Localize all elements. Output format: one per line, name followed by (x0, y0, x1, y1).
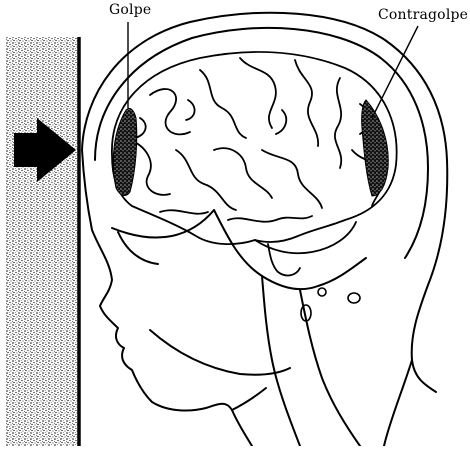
brain-outline (112, 52, 397, 244)
throat (232, 388, 266, 410)
gyrus (240, 58, 276, 128)
gyrus (262, 150, 322, 208)
vessel (348, 293, 360, 303)
gyrus (186, 100, 195, 120)
contragolpe-contusion (362, 100, 389, 196)
contragolpe-leader-line (372, 26, 418, 118)
gyrus (160, 210, 208, 213)
gyrus (276, 110, 286, 134)
vessels (301, 288, 360, 321)
gyrus (200, 70, 246, 138)
contragolpe-label: Contragolpe (378, 8, 468, 22)
golpe-label: Golpe (109, 3, 151, 17)
gyrus (176, 150, 236, 210)
gyrus (150, 89, 190, 134)
gyrus (214, 148, 272, 198)
brain (112, 52, 397, 275)
spine (262, 276, 300, 446)
wall-surface (6, 37, 78, 446)
gyrus (335, 78, 341, 168)
gyrus (295, 60, 318, 146)
gyrus (228, 216, 312, 222)
vessel (318, 288, 326, 296)
wall (6, 37, 79, 446)
skull-base (214, 210, 366, 289)
spine-back (300, 290, 360, 446)
neck (384, 360, 412, 446)
cerebellum (255, 222, 356, 253)
